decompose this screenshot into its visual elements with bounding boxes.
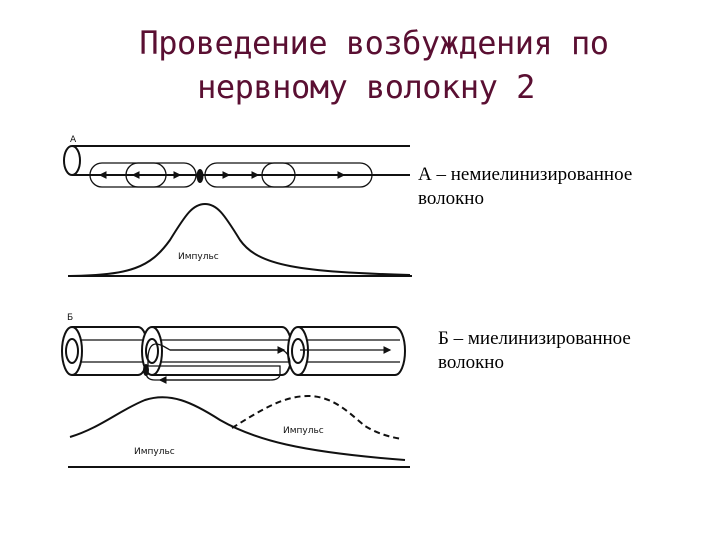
unmyelinated-fiber [63, 145, 410, 176]
impulse-curve-b-solid [69, 396, 406, 461]
impulse-label-a: Импульс [178, 252, 219, 262]
impulse-curve-b-dashed [231, 394, 403, 440]
local-current-loops-a [89, 162, 373, 188]
caption-a: А – немиелинизированное волокно [418, 163, 632, 211]
impulse-label-b-dashed: Импульс [283, 426, 324, 436]
panel-b-marker: Б [67, 313, 73, 323]
myelin-segment-2 [141, 326, 293, 376]
myelin-segment-1 [61, 326, 149, 376]
caption-b-line2: волокно [438, 352, 504, 373]
myelin-segment-3 [287, 326, 406, 376]
excitation-node-b [143, 364, 149, 376]
saltatory-current-loops [145, 343, 392, 384]
slide-title-line2: нервному волокну 2 [197, 68, 535, 106]
excitation-point-a [196, 169, 204, 183]
caption-a-line2: волокно [418, 188, 484, 209]
axon-core [72, 339, 400, 363]
caption-b-line1: Б – миелинизированное [438, 328, 631, 349]
panel-a-marker: А [70, 135, 77, 145]
impulse-label-b-solid: Импульс [134, 447, 175, 457]
impulse-curve-a [69, 202, 411, 277]
panel-b-myelinated: Б [61, 313, 410, 468]
caption-a-line1: А – немиелинизированное [418, 164, 633, 185]
caption-b: Б – миелинизированное волокно [438, 327, 631, 375]
panel-a-unmyelinated: А Импульс [63, 135, 412, 277]
slide-title-line1: Проведение возбуждения по [139, 24, 609, 62]
